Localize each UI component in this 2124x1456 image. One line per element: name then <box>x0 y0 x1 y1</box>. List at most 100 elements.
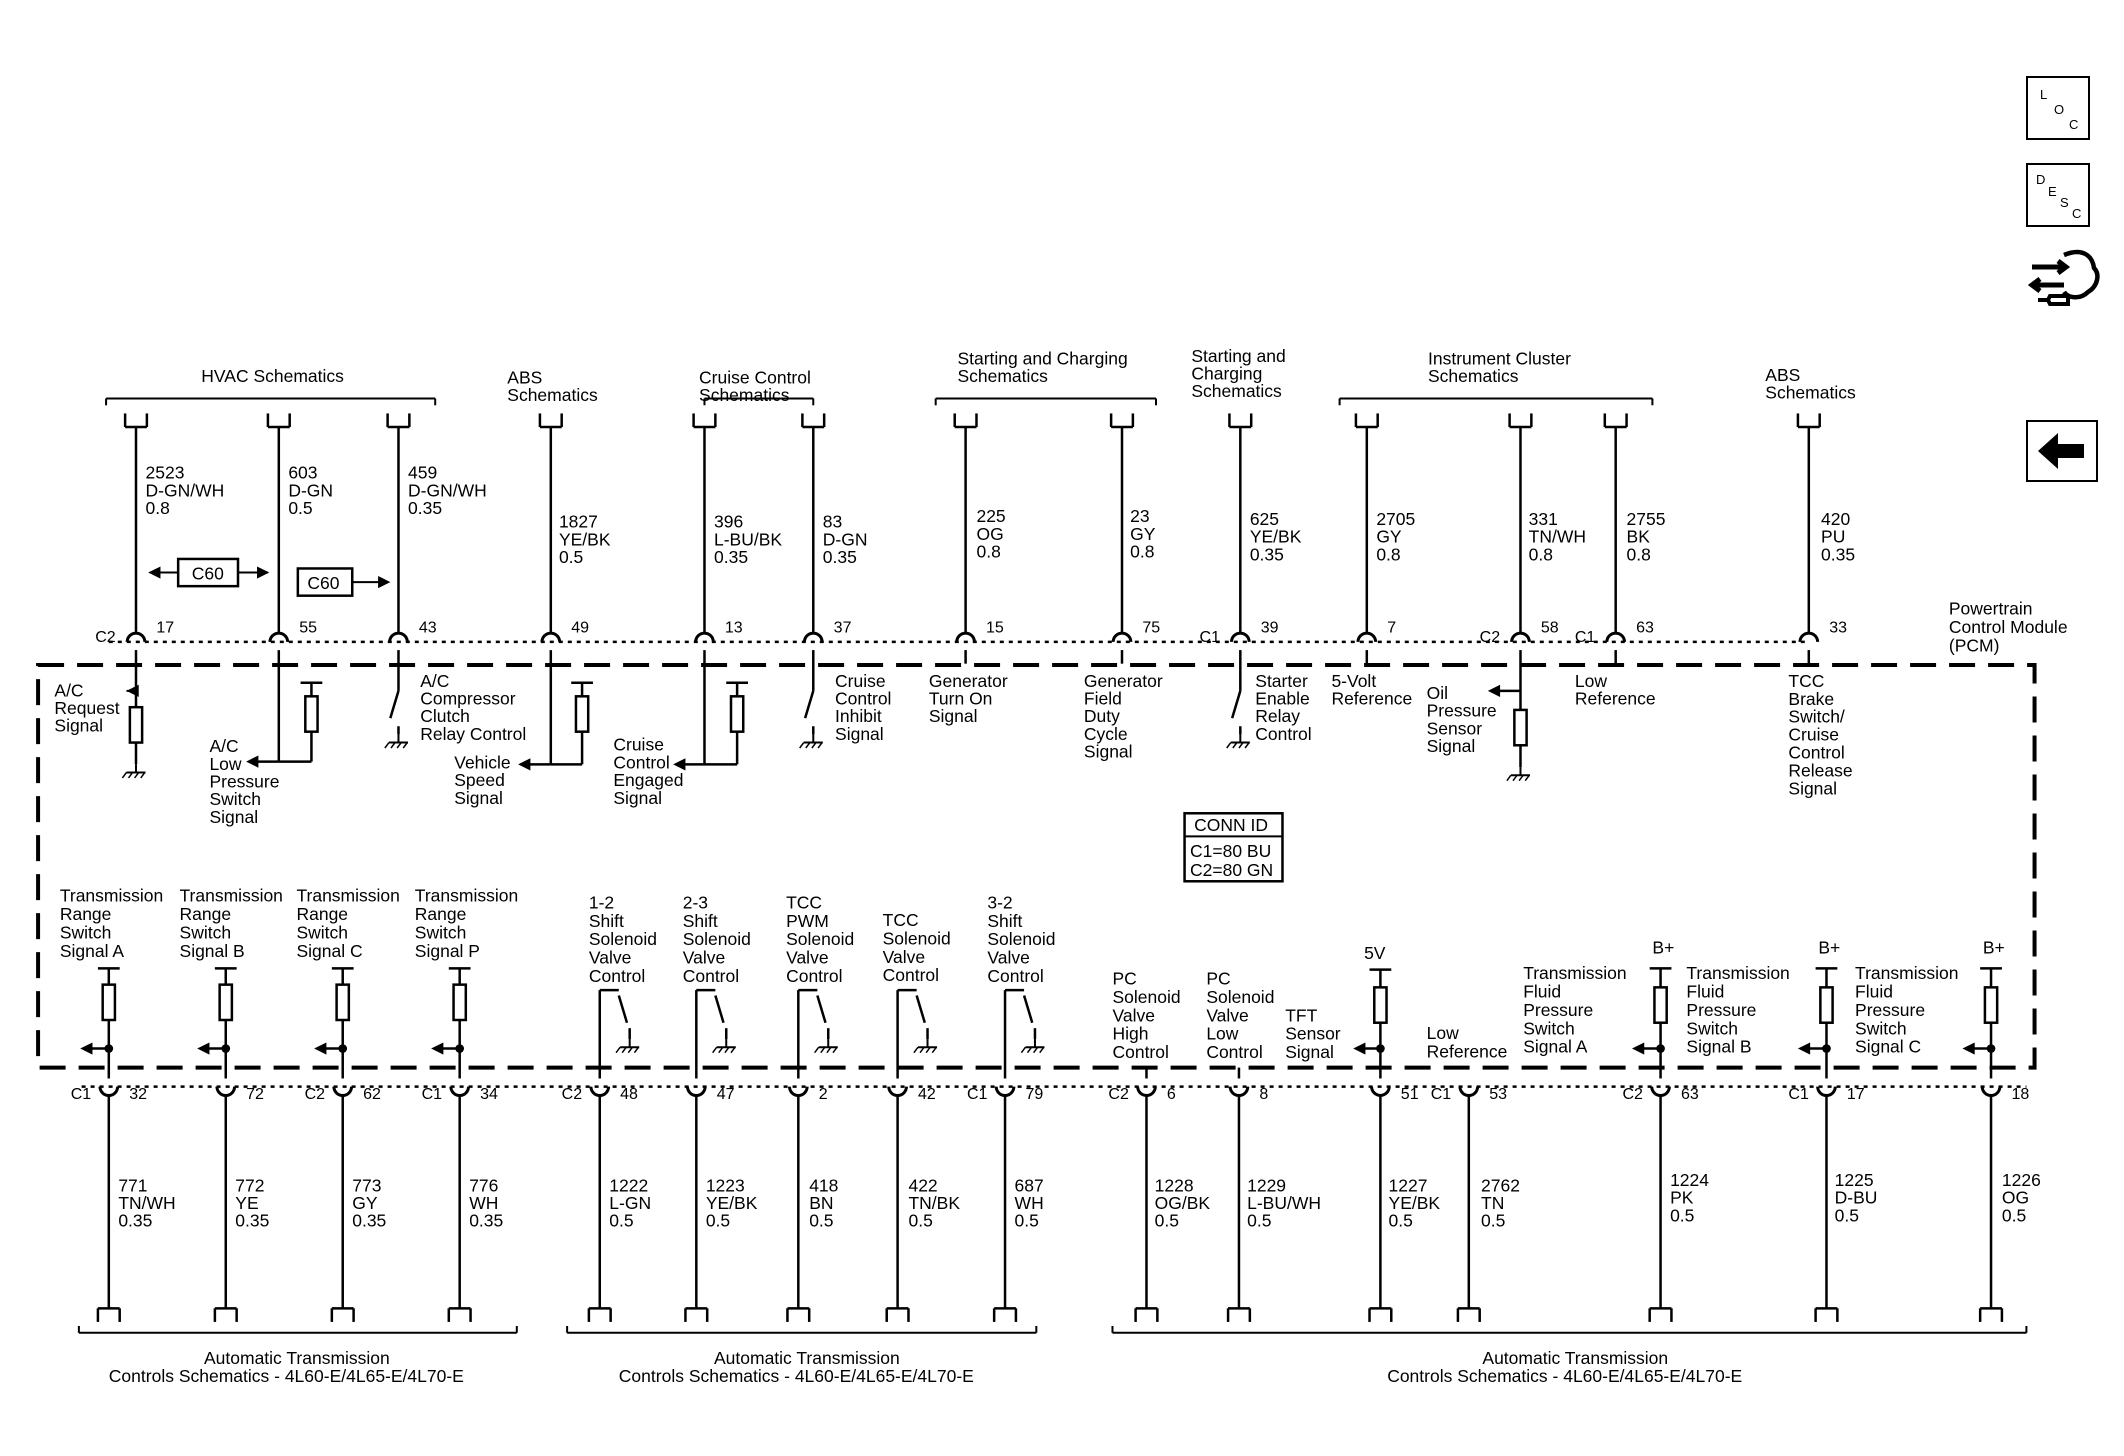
c60-arrow-right <box>257 566 270 579</box>
top-pin-connector <box>1605 631 1627 643</box>
top-signal-label: Turn On <box>929 688 993 708</box>
top-wire-label: 331 <box>1529 509 1558 529</box>
bottom-pin-connector <box>1980 1086 2002 1097</box>
bottom-wire-label: 2762 <box>1481 1175 1520 1195</box>
pull-resistor <box>1819 986 1834 1024</box>
top-signal-label: Speed <box>454 770 505 790</box>
bottom-group-label: Controls Schematics - 4L60-E/4L65-E/4L70… <box>1387 1366 1742 1386</box>
signal-arrow <box>1487 684 1501 697</box>
top-wire-label: 1827 <box>559 512 598 532</box>
bottom-pin-connector <box>1136 1086 1157 1097</box>
bottom-wire-label: 1225 <box>1835 1170 1874 1190</box>
bottom-wire-label: YE <box>235 1193 258 1213</box>
top-group-label: ABS <box>507 368 542 388</box>
bottom-signal-label: 3-2 <box>987 892 1012 912</box>
bottom-signal-label: 2-3 <box>683 892 708 912</box>
bottom-connector-id: C1 <box>422 1086 443 1103</box>
bottom-pin-number: 34 <box>480 1086 498 1103</box>
bottom-pin-connector <box>1816 1086 1837 1097</box>
signal-arrow <box>80 1042 93 1055</box>
bottom-pin-number: 79 <box>1025 1086 1043 1103</box>
bottom-signal-label: Pressure <box>1686 1000 1756 1020</box>
pull-resistor <box>1373 986 1388 1024</box>
bottom-signal-label: Transmission <box>296 886 399 906</box>
bottom-wire-label: 1227 <box>1389 1175 1428 1195</box>
ground-symbol-hatch <box>1226 742 1232 749</box>
top-pin-connector <box>268 631 290 643</box>
bottom-signal-label: Signal B <box>180 941 245 961</box>
ground-symbol-hatch <box>730 1046 736 1054</box>
top-wire-label: 459 <box>408 463 437 483</box>
bottom-wire-label: 1226 <box>2002 1170 2041 1190</box>
top-signal-label: Vehicle <box>454 752 510 772</box>
junction-dot <box>455 1044 465 1053</box>
bottom-wire-label: 0.5 <box>908 1211 932 1231</box>
signal-arrow <box>673 758 686 771</box>
top-signal-label: Signal <box>1427 736 1476 756</box>
top-signal-label: Compressor <box>420 688 515 708</box>
supply-label: B+ <box>1818 937 1840 957</box>
top-group-label: Starting and <box>1191 346 1285 366</box>
bottom-connector-id: C1 <box>1788 1086 1809 1103</box>
bottom-pin-connector <box>1458 1086 1480 1097</box>
top-wire-label: 0.8 <box>146 498 170 518</box>
ground-symbol-hatch <box>127 772 134 779</box>
back-arrow-button[interactable] <box>2026 420 2098 482</box>
top-wire-label: GY <box>1130 524 1156 544</box>
junction-dot <box>104 1044 114 1053</box>
ground-symbol-hatch <box>1032 1046 1039 1054</box>
bottom-signal-label: Reference <box>1427 1041 1508 1061</box>
bottom-signal-label: Transmission <box>1686 963 1789 983</box>
signal-arrow <box>431 1042 444 1055</box>
junction-dot <box>1986 1044 1996 1053</box>
bottom-signal-label: Signal A <box>1523 1037 1588 1057</box>
top-wire-label: 2705 <box>1376 509 1415 529</box>
desc-button[interactable]: D E S C <box>2026 163 2090 227</box>
ground-symbol-hatch <box>925 1046 931 1054</box>
top-pin-connector <box>1111 631 1133 643</box>
bottom-connector-id: C2 <box>1622 1086 1643 1103</box>
top-pin-number: 33 <box>1829 619 1847 636</box>
pull-resistor <box>218 983 234 1022</box>
pull-resistor <box>452 983 468 1022</box>
bottom-wire-label: D-BU <box>1835 1188 1878 1208</box>
pcm-module-label: Control Module <box>1949 617 2068 637</box>
loc-letter-o: O <box>2054 102 2065 117</box>
top-signal-label: A/C <box>209 736 238 756</box>
bottom-signal-label: Shift <box>683 911 718 931</box>
bottom-signal-label: Transmission <box>1523 963 1626 983</box>
top-pin-connector <box>125 631 147 643</box>
top-wire-label: 0.35 <box>1821 544 1855 564</box>
bottom-wire-label: TN <box>1481 1193 1504 1213</box>
bottom-signal-label: Solenoid <box>683 929 751 949</box>
conn-id-title: CONN ID <box>1194 815 1268 835</box>
top-group-label: Schematics <box>957 366 1048 386</box>
top-signal-label: Clutch <box>420 706 470 726</box>
top-wire-label: BK <box>1627 527 1651 547</box>
bottom-signal-label: Signal <box>1285 1042 1334 1062</box>
bottom-signal-label: PC <box>1206 969 1230 989</box>
bottom-wire-label: OG/BK <box>1155 1193 1211 1213</box>
top-wire-label: 0.8 <box>1529 544 1553 564</box>
bottom-pin-number: 32 <box>129 1086 147 1103</box>
loc-button[interactable]: L O C <box>2026 76 2090 140</box>
ground-symbol-hatch <box>1512 774 1518 782</box>
bottom-wire-label: WH <box>469 1193 498 1213</box>
connector-end-view-icon[interactable] <box>2026 240 2106 320</box>
top-group-label: Charging <box>1191 363 1262 383</box>
bottom-signal-label: Fluid <box>1523 982 1561 1002</box>
bottom-wire-label: 0.35 <box>352 1211 386 1231</box>
top-signal-label: Cruise <box>1788 725 1839 745</box>
back-arrow-icon <box>2038 433 2084 469</box>
bottom-signal-label: Switch <box>1686 1018 1738 1038</box>
switch-contact <box>803 690 815 719</box>
top-signal-label: Generator <box>929 671 1008 691</box>
top-signal-label: Low <box>1575 671 1607 691</box>
bottom-wire-label: 773 <box>352 1175 381 1195</box>
bottom-signal-label: 1-2 <box>589 892 614 912</box>
bottom-wire-label: TN/BK <box>908 1193 960 1213</box>
ground-symbol-hatch <box>402 742 408 749</box>
junction-dot <box>1376 1044 1385 1053</box>
bottom-wire-label: 772 <box>235 1175 264 1195</box>
top-pin-number: 17 <box>156 619 174 636</box>
